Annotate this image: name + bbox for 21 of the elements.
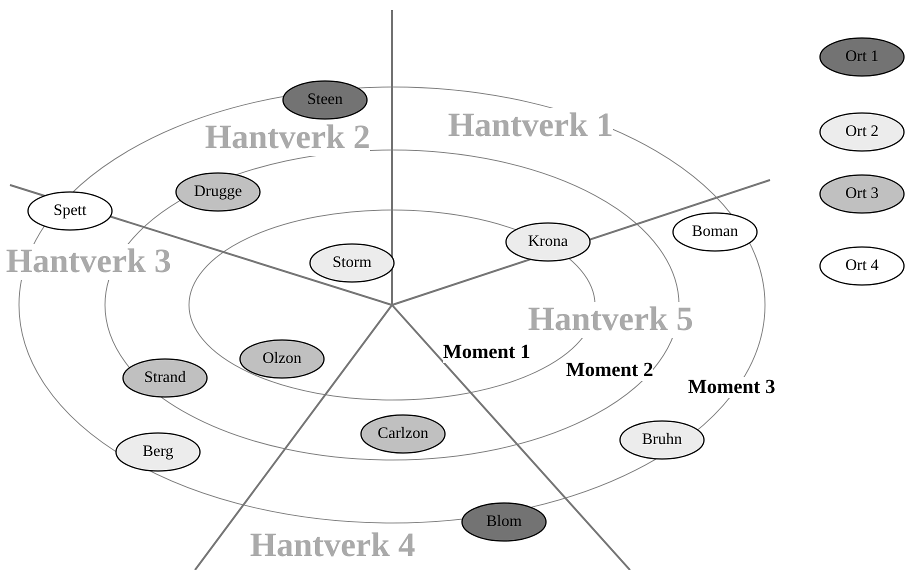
name-label: Strand xyxy=(143,368,187,388)
legend-label: Ort 4 xyxy=(844,256,880,276)
name-label: Steen xyxy=(306,90,344,110)
legend-label: Ort 2 xyxy=(844,122,880,142)
name-label: Storm xyxy=(331,253,373,273)
name-label: Drugge xyxy=(193,182,243,202)
name-label: Carlzon xyxy=(376,424,430,444)
name-label: Blom xyxy=(485,512,523,532)
name-label: Berg xyxy=(142,442,174,462)
ring-label: Moment 3 xyxy=(688,377,776,398)
legend-label: Ort 3 xyxy=(844,184,880,204)
name-label: Spett xyxy=(52,201,88,221)
name-label: Boman xyxy=(690,222,740,242)
legend-label: Ort 1 xyxy=(844,47,880,67)
ring-label: Moment 1 xyxy=(443,342,530,363)
ring-label: Moment 2 xyxy=(566,360,654,381)
sector-label: Hantverk 5 xyxy=(528,302,694,338)
name-label: Olzon xyxy=(261,349,303,369)
name-label: Bruhn xyxy=(641,430,683,450)
sector-label: Hantverk 3 xyxy=(6,244,172,280)
name-label: Krona xyxy=(527,232,569,252)
